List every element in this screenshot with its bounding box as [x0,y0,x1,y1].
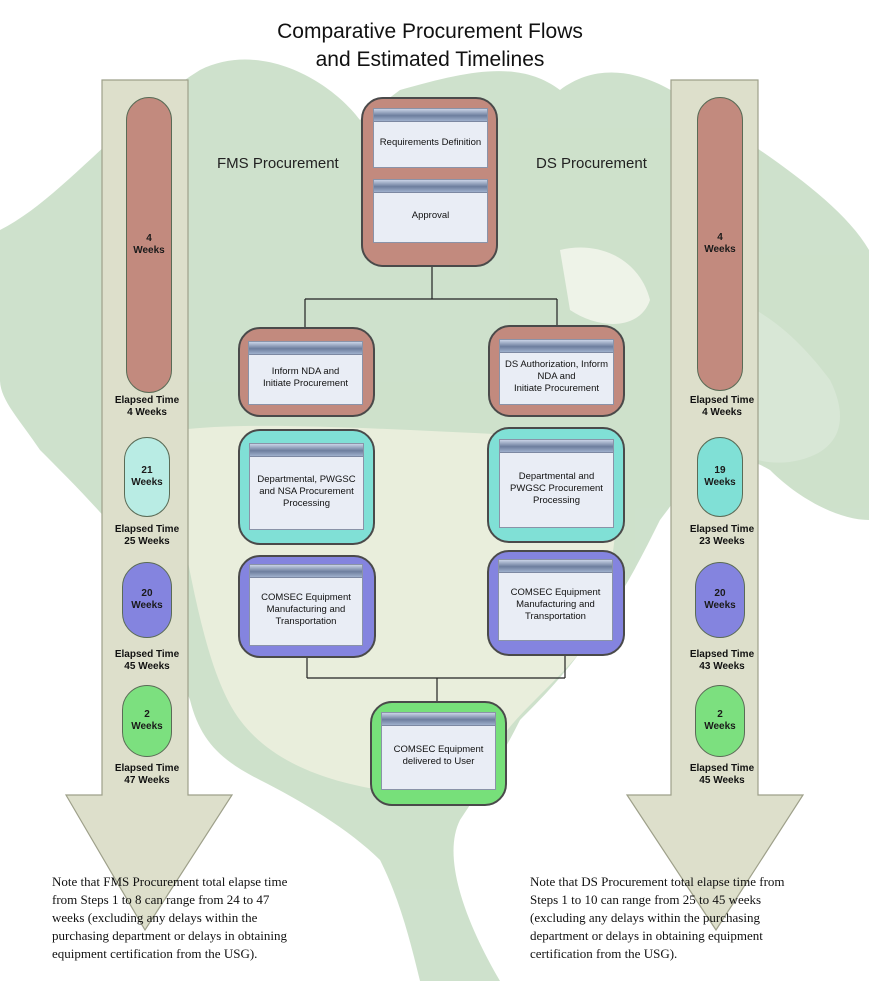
step-header-bar [250,444,363,457]
fms-duration-pill-3: 20 Weeks [122,562,172,638]
ds-note: Note that DS Procurement total elapse ti… [530,873,860,963]
fms-duration-pill-1: 4 Weeks [126,97,172,393]
step-header-bar [374,180,487,193]
fms-manufacturing-step: COMSEC Equipment Manufacturing and Trans… [249,564,363,646]
step-header-bar [382,713,495,726]
step-header-bar [250,565,362,578]
fms-duration-pill-4: 2 Weeks [122,685,172,757]
fms-note: Note that FMS Procurement total elapse t… [52,873,372,963]
title-line-1: Comparative Procurement Flows [277,20,583,43]
fms-inform-label: Inform NDA and Initiate Procurement [262,366,348,389]
ds-manufacturing-label: COMSEC Equipment Manufacturing and Trans… [510,587,601,622]
ds-elapsed-4: Elapsed Time 45 Weeks [689,763,755,786]
ds-note-line: department or delays in obtaining equipm… [530,928,763,943]
ds-processing-step: Departmental and PWGSC Procurement Proce… [499,439,614,528]
ds-elapsed-1: Elapsed Time 4 Weeks [689,395,755,418]
fms-heading: FMS Procurement [217,155,339,172]
ds-inform-step: DS Authorization, Inform NDA and Initiat… [499,339,614,405]
step-header-bar [249,342,362,355]
ds-inform-label: DS Authorization, Inform NDA and Initiat… [505,359,608,394]
ds-manufacturing-step: COMSEC Equipment Manufacturing and Trans… [498,559,613,641]
ds-processing-label: Departmental and PWGSC Procurement Proce… [510,470,603,506]
ds-duration-pill-4: 2 Weeks [695,685,745,757]
fms-inform-step: Inform NDA and Initiate Procurement [248,341,363,405]
requirements-definition-label: Requirements Definition [379,137,482,148]
fms-elapsed-3: Elapsed Time 45 Weeks [114,649,180,672]
ds-heading: DS Procurement [536,155,647,172]
fms-manufacturing-label: COMSEC Equipment Manufacturing and Trans… [261,592,351,627]
ds-note-line: certification from the USG). [530,946,678,961]
fms-duration-pill-2: 21 Weeks [124,437,170,517]
step-header-bar [374,109,487,122]
delivery-label: COMSEC Equipment delivered to User [393,744,484,767]
delivery-step: COMSEC Equipment delivered to User [381,712,496,790]
ds-duration-pill-2: 19 Weeks [697,437,743,517]
page-title: Comparative Procurement Flows and Estima… [180,18,680,74]
ds-elapsed-2: Elapsed Time 23 Weeks [689,524,755,547]
fms-processing-step: Departmental, PWGSC and NSA Procurement … [249,443,364,530]
step-header-bar [500,440,613,453]
ds-note-line: Steps 1 to 10 can range from 25 to 45 we… [530,892,762,907]
ds-duration-pill-3: 20 Weeks [695,562,745,638]
approval-label: Approval [411,210,450,221]
ds-elapsed-3: Elapsed Time 43 Weeks [689,649,755,672]
fms-elapsed-1: Elapsed Time 4 Weeks [114,395,180,418]
flow-connectors [304,267,566,702]
step-header-bar [500,340,613,353]
fms-elapsed-2: Elapsed Time 25 Weeks [114,524,180,547]
step-header-bar [499,560,612,573]
fms-elapsed-4: Elapsed Time 47 Weeks [114,763,180,786]
approval-step: Approval [373,179,488,243]
ds-note-line: (excluding any delays within the purchas… [530,910,760,925]
ds-duration-pill-1: 4 Weeks [697,97,743,391]
requirements-definition-step: Requirements Definition [373,108,488,168]
fms-note-line: equipment certification from the USG). [52,946,258,961]
fms-note-line: weeks (excluding any delays within the [52,910,258,925]
fms-note-line: purchasing department or delays in obtai… [52,928,288,943]
fms-note-line: Note that FMS Procurement total elapse t… [52,874,288,889]
title-line-2: and Estimated Timelines [315,48,545,71]
fms-note-line: from Steps 1 to 8 can range from 24 to 4… [52,892,270,907]
fms-processing-label: Departmental, PWGSC and NSA Procurement … [257,473,356,509]
ds-note-line: Note that DS Procurement total elapse ti… [530,874,785,889]
